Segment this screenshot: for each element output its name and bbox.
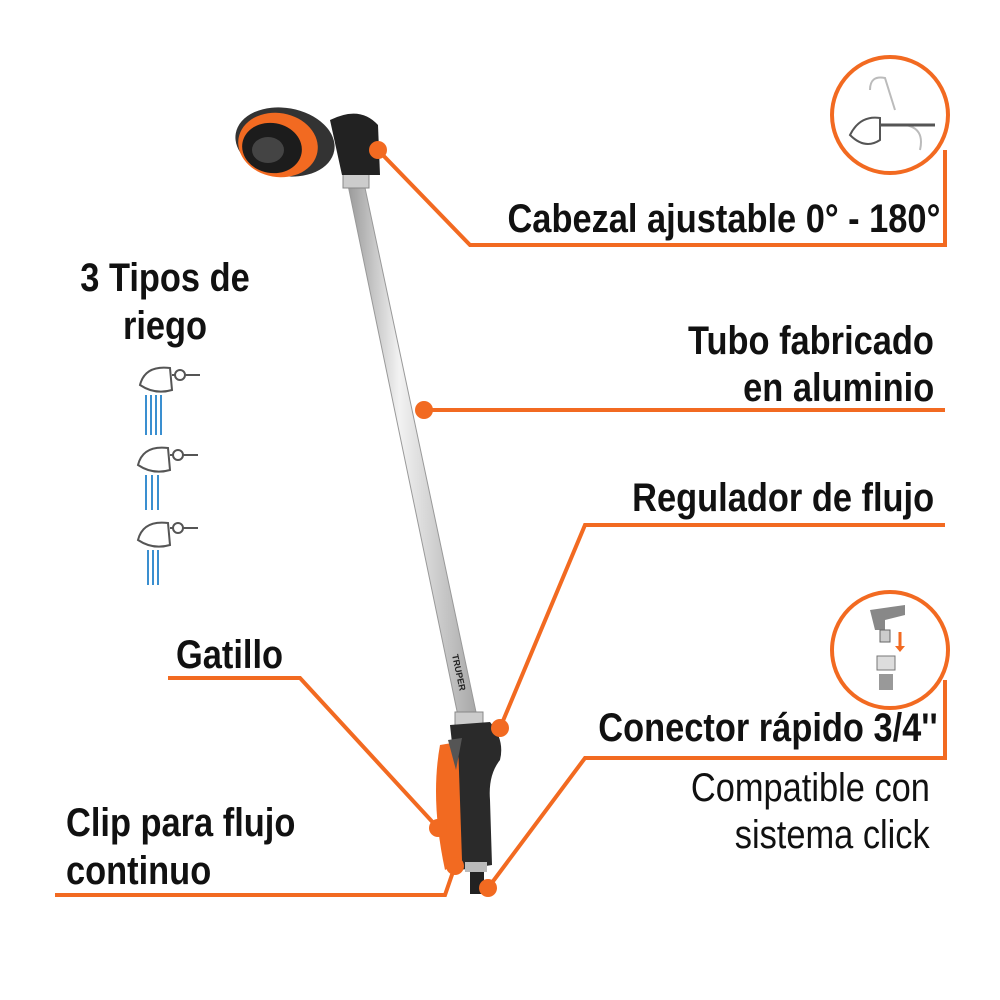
quick-connector-icon xyxy=(830,590,950,710)
pistol-handle xyxy=(436,711,502,894)
spray-mist-icon xyxy=(136,521,198,585)
trigger-label: Gatillo xyxy=(176,633,284,677)
spray-head xyxy=(235,107,380,189)
connector-label: Conector rápido 3/4'' xyxy=(598,706,938,750)
tube-label-line2: en aluminio xyxy=(742,366,934,410)
aluminum-tube xyxy=(347,182,477,717)
clip-label-line1: Clip para flujo xyxy=(66,801,296,845)
leader-lines xyxy=(55,148,947,897)
spray-types-line1: 3 Tipos de xyxy=(80,256,250,300)
adjustable-head-icon xyxy=(830,55,950,175)
tube-label-line1: Tubo fabricado xyxy=(688,319,934,363)
regulator-label: Regulador de flujo xyxy=(632,476,934,520)
connector-sub-line2: sistema click xyxy=(735,813,930,857)
spray-shower-icon xyxy=(136,446,198,510)
connector-sub-line1: Compatible con xyxy=(690,766,930,810)
head-label: Cabezal ajustable 0° - 180° xyxy=(507,197,940,241)
leader-dots xyxy=(369,141,509,897)
spray-jet-icon xyxy=(138,366,200,435)
spray-types-line2: riego xyxy=(122,304,208,348)
clip-label-line2: continuo xyxy=(66,849,212,893)
